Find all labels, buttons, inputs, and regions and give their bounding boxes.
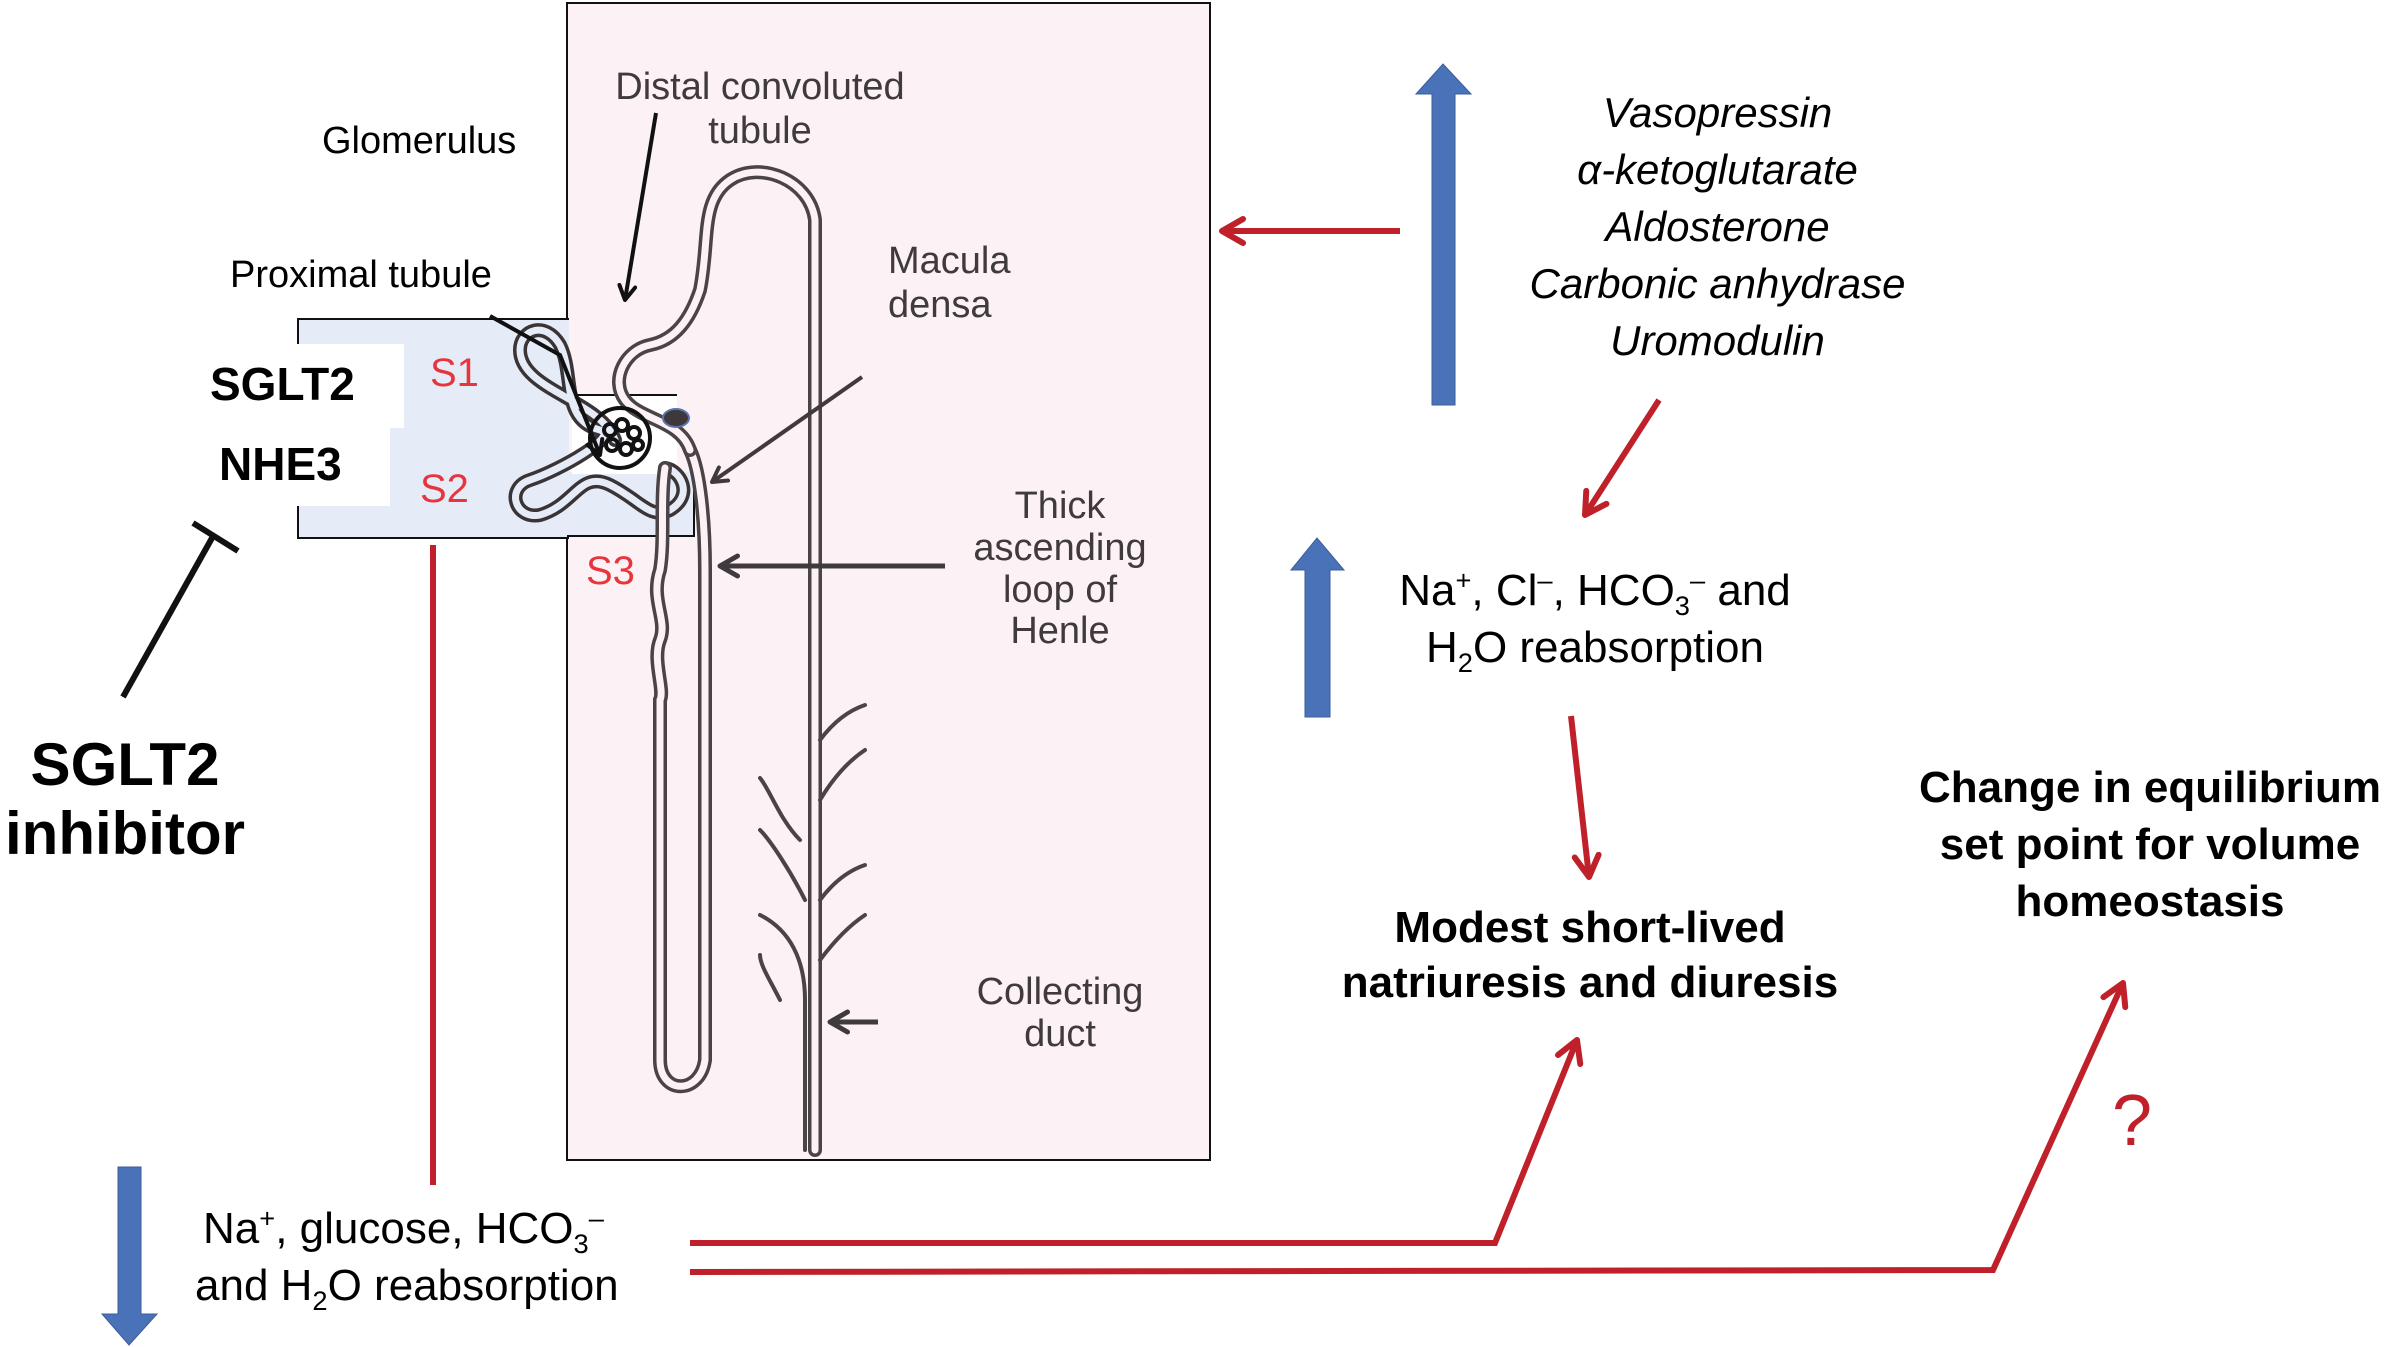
- tal-label-line2: ascending: [973, 526, 1147, 569]
- sglt2-label-bg: [208, 344, 404, 428]
- sglt2-inhibitor-label: SGLT2 inhibitor: [0, 730, 260, 868]
- macula-densa-label-line2: densa: [888, 283, 992, 326]
- dct-label-line2: tubule: [708, 109, 812, 152]
- long-term-outcome: Change in equilibrium set point for volu…: [1880, 760, 2400, 930]
- thick-ascending-loop-label: Thick ascending loop of Henle: [955, 485, 1165, 653]
- inhibitor-line1: SGLT2: [30, 731, 220, 798]
- conjunction: and: [1705, 566, 1791, 615]
- tal-label-line4: Henle: [1010, 610, 1110, 653]
- nhe3-label-bg: [208, 428, 390, 506]
- segment-s2-label: S2: [420, 467, 469, 511]
- decrease-arrow-proximal-icon: [100, 1166, 159, 1346]
- reabsorption-word: O reabsorption: [327, 1261, 619, 1311]
- proximal-to-natriuresis-arrow: [690, 1037, 1584, 1246]
- flow-arrows: [430, 216, 2129, 1275]
- distal-reabsorption-text: Na+, Cl–, HCO3– and H2O reabsorption: [1355, 562, 1835, 676]
- long-term-outcome-line2: set point for volume: [1939, 819, 2361, 869]
- proximal-reabsorption-text: Na+, glucose, HCO3– and H2O reabsorption: [195, 1200, 619, 1314]
- collecting-duct-label-line1: Collecting: [976, 971, 1144, 1013]
- subscript: 3: [573, 1227, 589, 1259]
- short-term-outcome-line1: Modest short-lived: [1394, 903, 1786, 952]
- macula-densa-label-line1: Macula: [888, 240, 1011, 282]
- nephron-panel: [566, 2, 1211, 1161]
- factor-item: Uromodulin: [1610, 317, 1825, 365]
- segment-s1-label: S1: [430, 351, 479, 395]
- segment-s3-label: S3: [586, 549, 635, 593]
- uncertainty-mark: ?: [2112, 1081, 2153, 1161]
- increase-arrow-reabsorption-icon: [1289, 537, 1346, 718]
- ion-cl: , Cl: [1471, 566, 1538, 615]
- macula-densa-icon: [662, 408, 690, 428]
- ion-na: Na: [1399, 566, 1456, 615]
- subscript: 2: [1457, 646, 1473, 678]
- sglt2-transporter-label: SGLT2: [210, 358, 355, 410]
- long-term-outcome-line1: Change in equilibrium: [1918, 763, 2382, 812]
- charge: –: [1537, 564, 1553, 596]
- dct-label-line1: Distal convoluted: [615, 66, 905, 108]
- glomerulus-label: Glomerulus: [322, 120, 517, 162]
- reabsorption-word: O reabsorption: [1472, 623, 1764, 673]
- macula-densa-pointer: [710, 375, 864, 484]
- conjunction: and H: [195, 1261, 313, 1311]
- loop-of-henle: [649, 443, 712, 1094]
- inhibitor-line2: inhibitor: [5, 800, 245, 867]
- tal-label-line3: loop of: [1002, 568, 1118, 611]
- reabsorption-to-natriuresis-arrow: [1568, 715, 1602, 880]
- proximal-tubule-label: Proximal tubule: [230, 254, 492, 296]
- distal-convoluted-tubule: [612, 165, 822, 1157]
- charge: –: [1689, 564, 1706, 596]
- ion-list: , glucose, HCO: [275, 1204, 574, 1253]
- short-term-outcome: Modest short-lived natriuresis and diure…: [1290, 900, 1890, 1011]
- dct-label: Distal convoluted tubule: [595, 66, 925, 153]
- long-term-outcome-line3: homeostasis: [2015, 876, 2285, 926]
- ion-hco3: , HCO: [1552, 566, 1675, 615]
- short-term-outcome-line2: natriuresis and diuresis: [1341, 958, 1839, 1008]
- proximal-reabsorption-line1: Na+, glucose, HCO3–: [195, 1200, 619, 1257]
- water-h: H: [1425, 623, 1458, 673]
- proximal-reabsorption-line2: and H2O reabsorption: [195, 1257, 619, 1314]
- factor-item: Carbonic anhydrase: [1529, 260, 1906, 308]
- tal-label-line1: Thick: [1014, 485, 1106, 527]
- increase-arrow-factors-icon: [1414, 63, 1473, 406]
- collecting-duct-label: Collecting duct: [955, 971, 1165, 1056]
- inhibition-bar-icon: [120, 520, 240, 699]
- factor-item: Aldosterone: [1605, 203, 1830, 251]
- ion-na: Na: [203, 1204, 260, 1253]
- charge: –: [588, 1202, 604, 1234]
- subscript: 3: [1674, 589, 1690, 621]
- nhe3-transporter-label: NHE3: [219, 438, 342, 490]
- glomerulus-pointer: [489, 314, 605, 457]
- factor-item: α-ketoglutarate: [1577, 146, 1858, 194]
- dct-pointer: [617, 112, 658, 302]
- charge: +: [259, 1202, 276, 1234]
- distal-reabsorption-line1: Na+, Cl–, HCO3– and: [1355, 562, 1835, 619]
- charge: +: [1455, 564, 1472, 596]
- proximal-to-setpoint-arrow: [689, 980, 2129, 1275]
- proximal-convoluted-tubule: [508, 323, 691, 523]
- distal-reabsorption-line2: H2O reabsorption: [1355, 619, 1835, 676]
- subscript: 2: [312, 1284, 328, 1316]
- collecting-duct-label-line2: duct: [1024, 1012, 1096, 1055]
- collecting-duct: [758, 703, 867, 1152]
- macula-densa-label: Macula densa: [888, 240, 1011, 327]
- upregulated-factors-list: Vasopressin α-ketoglutarate Aldosterone …: [1480, 84, 1955, 370]
- factors-to-reabsorption-arrow: [1582, 398, 1662, 518]
- factor-item: Vasopressin: [1602, 89, 1833, 136]
